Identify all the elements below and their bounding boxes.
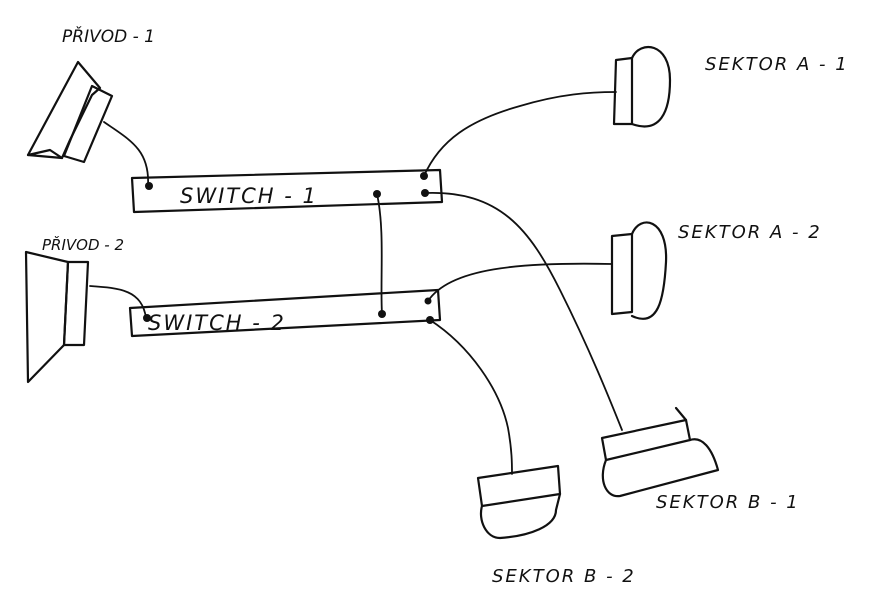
wire-switch2-sektor-b2 [429,319,513,475]
switch-2-box [128,288,442,338]
wire-switch1-sektor-b1 [424,192,623,431]
sektor-b1-device [600,406,720,498]
sektor-a1-device [612,45,672,128]
sektor-a2-device [610,221,668,320]
switch-2-label: SWITCH - 2 [148,311,286,335]
wire-switch2-sektor-a2 [427,262,613,302]
privod-1-device [26,60,114,164]
sektor-a1-label: SEKTOR A - 1 [705,54,849,75]
sektor-b2-device [476,464,562,540]
sektor-b2-label: SEKTOR B - 2 [492,566,636,587]
sektor-b1-label: SEKTOR B - 1 [656,492,800,513]
wire-privod1-switch1 [103,121,149,187]
switch-1-in-port [145,182,153,190]
privod-1-label: PŘIVOD - 1 [62,25,155,47]
privod-2-device [24,250,90,384]
privod-2-label: PŘIVOD - 2 [42,235,124,254]
wire-switch1-sektor-a1 [423,91,617,177]
switch-1-label: SWITCH - 1 [180,184,318,208]
switch-1-box [130,168,444,214]
wire-privod2-switch2 [89,285,147,319]
wire-switch1-switch2 [376,193,383,315]
wires [89,91,623,475]
switch-2-in-port [143,314,151,322]
sektor-a2-label: SEKTOR A - 2 [678,222,822,243]
